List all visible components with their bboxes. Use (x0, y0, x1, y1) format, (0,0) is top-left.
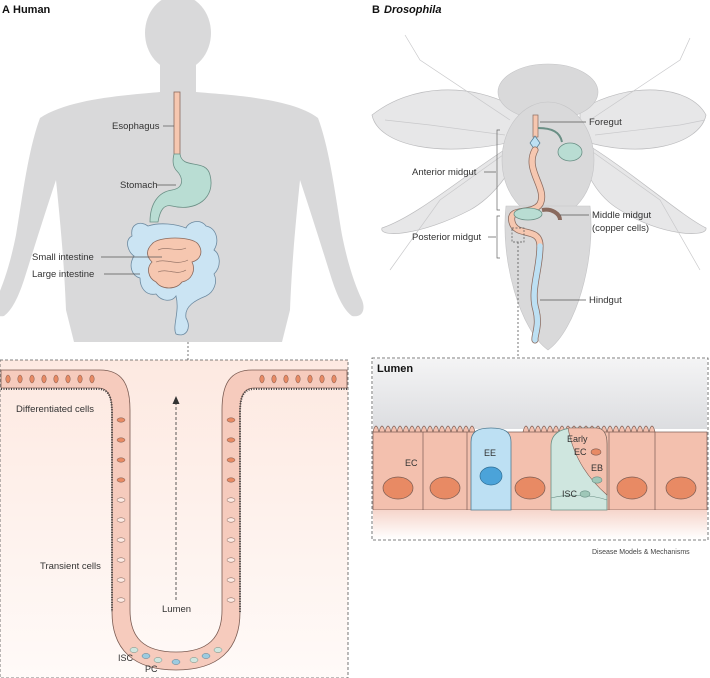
label-esophagus: Esophagus (112, 121, 160, 132)
label-stomach: Stomach (120, 180, 158, 191)
human-digestive-tract (127, 91, 220, 360)
label-ee: EE (484, 448, 496, 458)
fly-epithelium-inset: Lumen EC EE (371, 357, 709, 541)
label-ec: EC (405, 458, 418, 468)
panel-b-title: Drosophila (384, 4, 441, 16)
label-isc-fly: ISC (562, 489, 578, 499)
label-anterior-midgut: Anterior midgut (412, 167, 477, 178)
fly-region-labels: Foregut Anterior midgut Middle midgut (c… (412, 117, 651, 306)
label-eb: EB (591, 463, 603, 473)
label-early-ec: EC (574, 447, 587, 457)
human-organ-labels: Esophagus Stomach Small intestine Large … (32, 121, 176, 280)
label-posterior-midgut: Posterior midgut (412, 232, 482, 243)
fly-silhouette (371, 34, 707, 351)
panel-b-letter: B (372, 4, 380, 16)
panel-a-title: Human (13, 4, 51, 16)
label-pc: PC (145, 664, 158, 674)
label-foregut: Foregut (589, 117, 622, 128)
label-large-intestine: Large intestine (32, 269, 94, 280)
human-silhouette (0, 0, 364, 342)
label-middle-midgut: Middle midgut (592, 210, 651, 221)
crypt-nuclei (5, 374, 337, 483)
panel-a-letter: A (2, 4, 10, 16)
fly-gut (508, 114, 583, 358)
label-copper-cells: (copper cells) (592, 223, 649, 234)
label-early: Early (567, 434, 588, 444)
label-fly-lumen: Lumen (377, 363, 413, 375)
label-transient-cells: Transient cells (40, 561, 101, 572)
label-isc-human: ISC (118, 653, 134, 663)
panel-a: A Human Esophagus Stomach Small intestin… (0, 0, 364, 678)
label-crypt-lumen: Lumen (162, 604, 191, 615)
label-differentiated-cells: Differentiated cells (16, 404, 94, 415)
human-crypt-inset: Lumen Differentiated cells Transient cel… (0, 359, 349, 678)
credit-line: Disease Models & Mechanisms (592, 549, 690, 556)
label-small-intestine: Small intestine (32, 252, 94, 263)
ec-nuclei (382, 476, 697, 500)
label-hindgut: Hindgut (589, 295, 622, 306)
crypt-base-cells (129, 647, 223, 663)
panel-b: B Drosophila (371, 4, 709, 556)
